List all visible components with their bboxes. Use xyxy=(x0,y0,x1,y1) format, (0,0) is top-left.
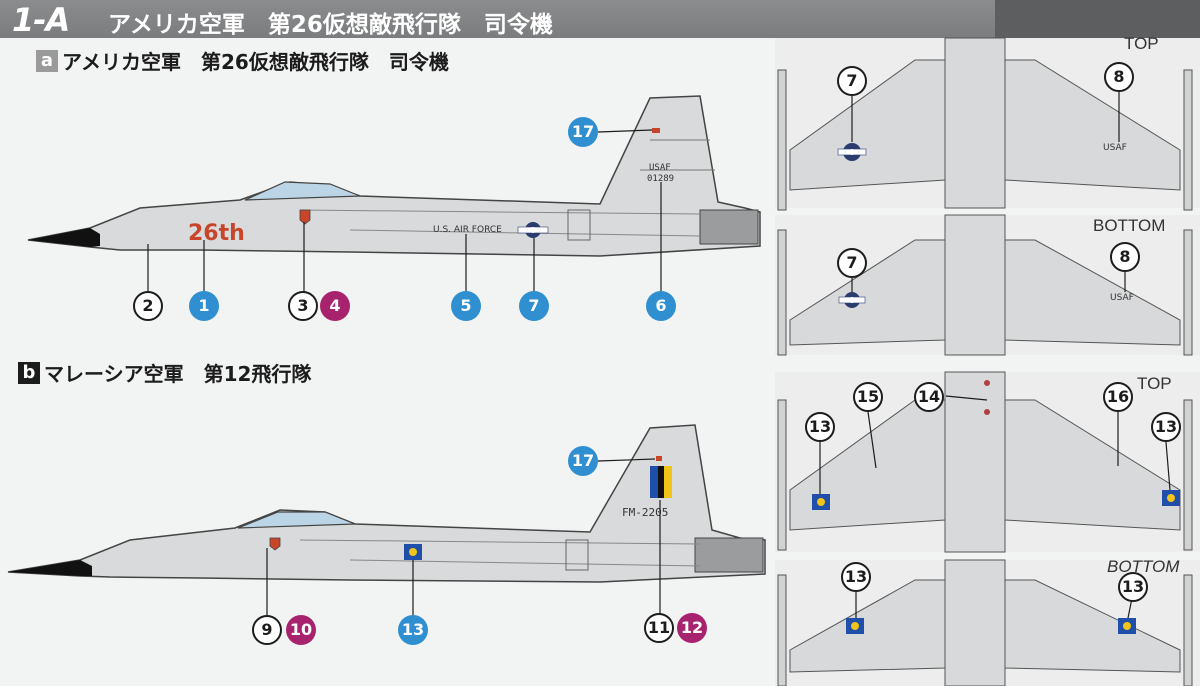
callout-b-top-16: 16 xyxy=(1103,382,1133,412)
b-bottom-view-label: BOTTOM xyxy=(1107,557,1180,576)
callout-b-10: 10 xyxy=(286,615,316,645)
callout-b-13: 13 xyxy=(398,615,428,645)
callout-b-9: 9 xyxy=(252,615,282,645)
header-code: 1-A xyxy=(12,1,70,39)
leader-lines-a-top xyxy=(851,92,1120,142)
callout-a-3: 3 xyxy=(288,291,318,321)
aircraft-a-bottom-view: USAF xyxy=(775,214,1200,356)
tail-usaf-text: USAF xyxy=(649,163,671,173)
squadron-shield-decal xyxy=(299,209,311,225)
malaysia-tail-flash xyxy=(650,466,672,498)
tail-serial-text: 01289 xyxy=(647,174,674,184)
tail-b-red-marker xyxy=(656,456,662,461)
squadron-b-shield-decal xyxy=(269,537,281,551)
callout-b-top-14: 14 xyxy=(914,382,944,412)
section-a-title: a アメリカ空軍 第26仮想敵飛行隊 司令機 xyxy=(36,46,449,75)
leader-lines-b-top xyxy=(819,395,1171,494)
bottom-view-roundel-decal xyxy=(838,292,866,308)
aircraft-a-side-view: 26th U.S. AIR FORCE USAF 01289 xyxy=(27,95,761,257)
callout-a-top-8: 8 xyxy=(1104,62,1134,92)
callout-a-top-7: 7 xyxy=(837,66,867,96)
b-top-view-label: TOP xyxy=(1137,374,1172,393)
aircraft-a-top-view: USAF xyxy=(775,37,1200,211)
callout-b-12: 12 xyxy=(677,613,707,643)
top-view-wing-usaf-text: USAF xyxy=(1103,143,1127,153)
callout-b-bottom-13-right: 13 xyxy=(1118,572,1148,602)
callout-a-17: 17 xyxy=(568,117,598,147)
section-a-badge: a xyxy=(36,49,58,72)
callout-a-1: 1 xyxy=(189,291,219,321)
section-b-badge: b xyxy=(18,361,40,384)
a-top-view-label: TOP xyxy=(1124,34,1159,53)
callout-a-4: 4 xyxy=(320,291,350,321)
section-b-title-text: マレーシア空軍 第12飛行隊 xyxy=(44,362,312,386)
callout-a-5: 5 xyxy=(451,291,481,321)
callout-b-top-15: 15 xyxy=(853,382,883,412)
callout-b-11: 11 xyxy=(644,613,674,643)
leader-lines-b xyxy=(266,458,661,616)
tail-b-serial-text: FM-2205 xyxy=(622,506,668,519)
callout-a-6: 6 xyxy=(646,291,676,321)
callout-b-top-13-left: 13 xyxy=(805,412,835,442)
callout-a-bottom-8: 8 xyxy=(1110,242,1140,272)
callout-a-7: 7 xyxy=(519,291,549,321)
top-view-roundel-decal xyxy=(837,143,867,161)
usaf-roundel-decal xyxy=(517,222,549,238)
aircraft-b-side-view: FM-2205 xyxy=(7,424,766,583)
section-a-title-text: アメリカ空軍 第26仮想敵飛行隊 司令機 xyxy=(62,50,449,74)
callout-b-top-13-right: 13 xyxy=(1151,412,1181,442)
unit-emblem-26th: 26th xyxy=(188,221,245,246)
bottom-view-wing-usaf-text: USAF xyxy=(1110,293,1134,303)
callout-b-17: 17 xyxy=(568,446,598,476)
leader-lines-a-bottom xyxy=(851,272,1126,292)
header-bar: 1-A アメリカ空軍 第26仮想敵飛行隊 司令機 xyxy=(0,0,1200,39)
a-bottom-view-label: BOTTOM xyxy=(1093,216,1166,235)
header-title: アメリカ空軍 第26仮想敵飛行隊 司令機 xyxy=(108,12,553,38)
section-b-title: b マレーシア空軍 第12飛行隊 xyxy=(18,358,311,387)
callout-a-2: 2 xyxy=(133,291,163,321)
header-right-strip xyxy=(995,0,1200,38)
aircraft-b-top-view xyxy=(775,371,1200,553)
leader-lines-a xyxy=(147,129,662,292)
callout-a-bottom-7: 7 xyxy=(837,248,867,278)
callout-b-bottom-13-left: 13 xyxy=(841,562,871,592)
tail-red-marker xyxy=(652,128,660,133)
fuselage-text: U.S. AIR FORCE xyxy=(433,225,502,235)
